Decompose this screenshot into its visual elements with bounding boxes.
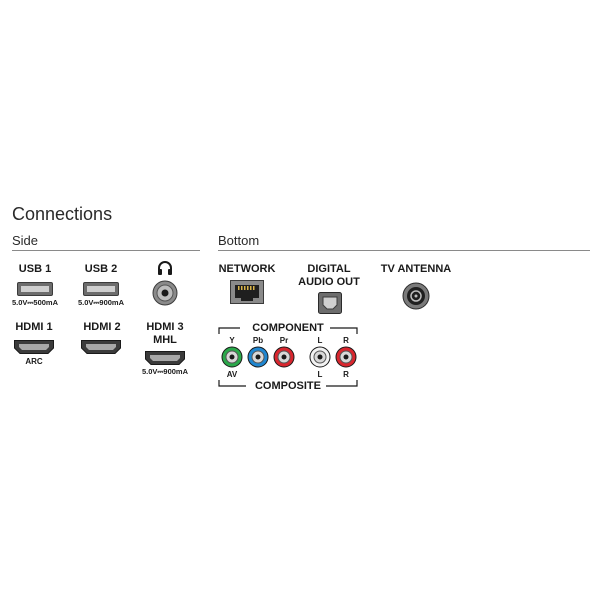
hdmi3-mhl-label: MHL: [153, 334, 177, 346]
hdmi2-label: HDMI 2: [83, 321, 121, 333]
usb2-label: USB 2: [84, 263, 118, 275]
optical-port-icon: [318, 292, 342, 314]
hdmi-port-icon: [81, 340, 121, 354]
usb-port-icon: [83, 282, 119, 296]
bottom-heading: Bottom: [218, 233, 260, 248]
tv-antenna-label: TV ANTENNA: [380, 263, 452, 275]
headphone-jack-icon: [152, 280, 178, 306]
jack-label-y: Y: [229, 336, 235, 345]
jack-label-pr: Pr: [279, 336, 289, 345]
rca-jack-y: [221, 346, 243, 368]
hdmi1-label: HDMI 1: [15, 321, 53, 333]
usb-port-icon: [17, 282, 53, 296]
side-divider: [12, 250, 200, 251]
page-title: Connections: [12, 204, 113, 224]
ethernet-port-icon: [230, 280, 264, 304]
hdmi3-label: HDMI 3: [146, 321, 184, 333]
headphones-icon: [157, 260, 173, 276]
component-label: COMPONENT: [252, 322, 324, 334]
rca-jack-audio-r: [335, 346, 357, 368]
network-label: NETWORK: [218, 263, 276, 275]
side-heading: Side: [12, 233, 39, 248]
usb1-label: USB 1: [18, 263, 52, 275]
hdmi1-arc-label: ARC: [25, 357, 43, 366]
rca-jack-pr: [273, 346, 295, 368]
jack-label-r: R: [343, 336, 349, 345]
digital-audio-out-label: AUDIO OUT: [298, 276, 360, 288]
jack-label-pb: Pb: [252, 336, 264, 345]
jack-label-l: L: [317, 336, 323, 345]
component-bracket: [218, 322, 358, 394]
usb2-spec: 5.0V⎓900mA: [77, 298, 124, 307]
jack-label-composite-r: R: [343, 370, 349, 379]
hdmi-port-icon: [14, 340, 54, 354]
jack-label-composite-l: L: [317, 370, 323, 379]
composite-label: COMPOSITE: [254, 380, 321, 392]
usb1-spec: 5.0V⎓500mA: [11, 298, 58, 307]
digital-audio-label: DIGITAL: [307, 263, 351, 275]
antenna-port-icon: [402, 282, 430, 310]
jack-label-av: AV: [226, 370, 238, 379]
rca-jack-pb: [247, 346, 269, 368]
rca-jack-audio-l: [309, 346, 331, 368]
hdmi3-spec: 5.0V⎓900mA: [141, 367, 188, 376]
bottom-divider: [218, 250, 590, 251]
hdmi-port-icon: [145, 351, 185, 365]
